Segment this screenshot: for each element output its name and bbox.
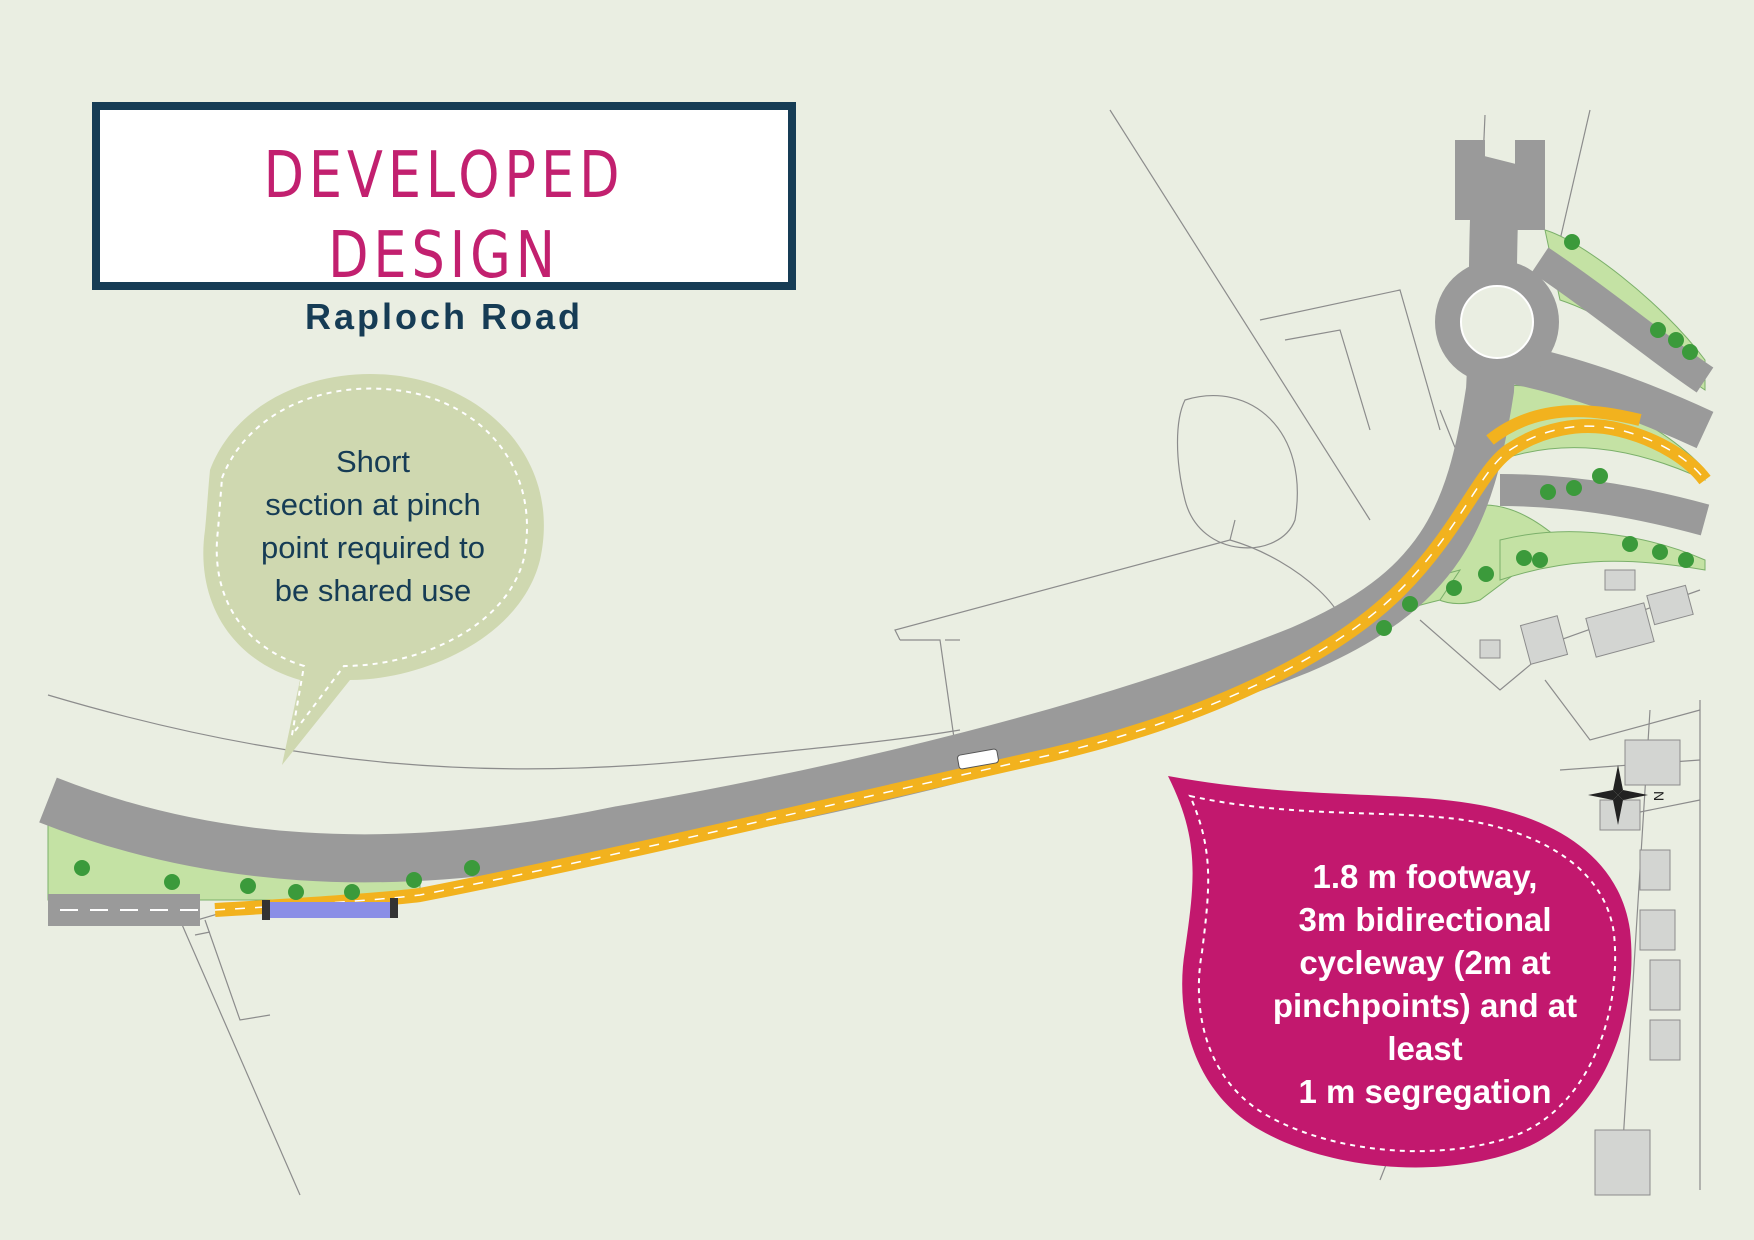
tree-icon — [1540, 484, 1556, 500]
tree-icon — [1592, 468, 1608, 484]
tree-icon — [1478, 566, 1494, 582]
roundabout-icon — [1435, 140, 1559, 384]
tree-icon — [74, 860, 90, 876]
buildings — [1479, 569, 1694, 1196]
trees — [74, 234, 1698, 900]
tree-icon — [1516, 550, 1532, 566]
callout-line: section at pinch — [265, 487, 481, 522]
shared-use-section — [270, 902, 390, 918]
tree-icon — [1622, 536, 1638, 552]
north-arrow-icon: N — [1588, 765, 1667, 825]
green-callout-bubble — [203, 374, 544, 765]
page-title: DEVELOPED DESIGN — [263, 139, 625, 293]
callout-line: 3m bidirectional — [1298, 901, 1552, 938]
callout-line: cycleway (2m at — [1299, 944, 1551, 981]
tree-icon — [406, 872, 422, 888]
callout-line: point required to — [260, 530, 486, 565]
page-subtitle: Raploch Road — [304, 296, 583, 337]
tree-icon — [1446, 580, 1462, 596]
callout-line: least — [1387, 1030, 1463, 1067]
tree-icon — [1682, 344, 1698, 360]
tree-icon — [1650, 322, 1666, 338]
tree-icon — [288, 884, 304, 900]
vehicle-icon — [957, 748, 999, 770]
tree-icon — [1532, 552, 1548, 568]
cycleway — [214, 405, 1711, 917]
callout-line: be shared use — [274, 573, 472, 608]
tree-icon — [1668, 332, 1684, 348]
callout-line: Short — [335, 444, 411, 479]
tree-icon — [1564, 234, 1580, 250]
tree-icon — [1566, 480, 1582, 496]
pink-callout-bubble — [1168, 776, 1632, 1168]
callout-line: 1 m segregation — [1298, 1073, 1552, 1110]
tree-icon — [1652, 544, 1668, 560]
title-box: DEVELOPED DESIGN Raploch Road — [92, 102, 796, 337]
tree-icon — [464, 860, 480, 876]
tree-icon — [1376, 620, 1392, 636]
tree-icon — [1678, 552, 1694, 568]
callout-line: 1.8 m footway, — [1312, 858, 1538, 895]
tree-icon — [344, 884, 360, 900]
tree-icon — [1402, 596, 1418, 612]
north-label: N — [1651, 791, 1667, 801]
tree-icon — [164, 874, 180, 890]
tree-icon — [240, 878, 256, 894]
shared-use-callout-text: Short section at pinch point required to… — [228, 440, 518, 612]
callout-line: pinchpoints) and at — [1272, 987, 1578, 1024]
segregation-callout-text: 1.8 m footway, 3m bidirectional cycleway… — [1240, 855, 1610, 1113]
